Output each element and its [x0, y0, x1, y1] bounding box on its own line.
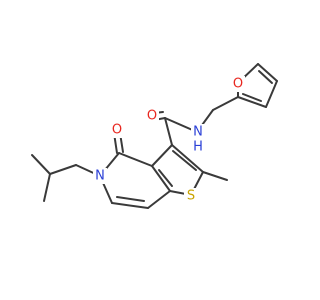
amide-oxygen-label: O [147, 109, 157, 124]
bond-c7-c7a [147, 190, 171, 209]
bond-c6-c7-inner [116, 196, 145, 202]
molecule-structure: O N H O O N S [31, 63, 278, 209]
bond-c2-methyl [202, 171, 228, 181]
ring-carbonyl-oxygen-label: O [112, 123, 122, 138]
bond-c3-c3a [151, 144, 173, 167]
bond-furan-c3-c2 [237, 96, 267, 108]
bond-furan-c3-c2-inner [242, 93, 262, 102]
bond-ch2-ch [49, 164, 77, 175]
bond-c3a-c7a-double [151, 165, 171, 192]
ring-carbonyl-oxygen-atom: O [110, 122, 124, 138]
ring-nitrogen-label: N [95, 169, 105, 184]
amide-hydrogen-label: H [193, 140, 203, 155]
bond-furan-c5-c4-inner [258, 70, 273, 84]
molecule-canvas: O N H O O N S [31, 63, 278, 209]
bond-c3a-c7a-inner [158, 169, 173, 187]
amide-nitrogen-label: N [193, 125, 203, 140]
bond-ch-me2 [43, 173, 51, 202]
furan-oxygen-label: O [233, 77, 243, 92]
bond-ch-me1 [31, 154, 51, 175]
bond-furan-c4-c3 [265, 80, 278, 108]
bond-ch2-furan-c2 [212, 96, 239, 111]
amide-oxygen-atom: O [145, 108, 159, 124]
bond-c3a-c4 [118, 152, 153, 167]
amide-nitrogen-atom: N H [191, 124, 205, 155]
furan-oxygen-atom: O [231, 76, 245, 92]
bond-c2-c3-double [171, 144, 204, 173]
ring-nitrogen-atom: N [93, 168, 107, 184]
thiophene-sulfur-atom: S [184, 188, 198, 204]
bond-c3-amide-c [164, 117, 173, 146]
thiophene-sulfur-label: S [187, 189, 195, 204]
bond-c6-c7-double [111, 202, 149, 209]
atom-labels: O N H O O N S [93, 76, 245, 204]
bond-c2-c3-inner [172, 150, 197, 171]
bond-furan-c5-c4 [257, 63, 278, 82]
